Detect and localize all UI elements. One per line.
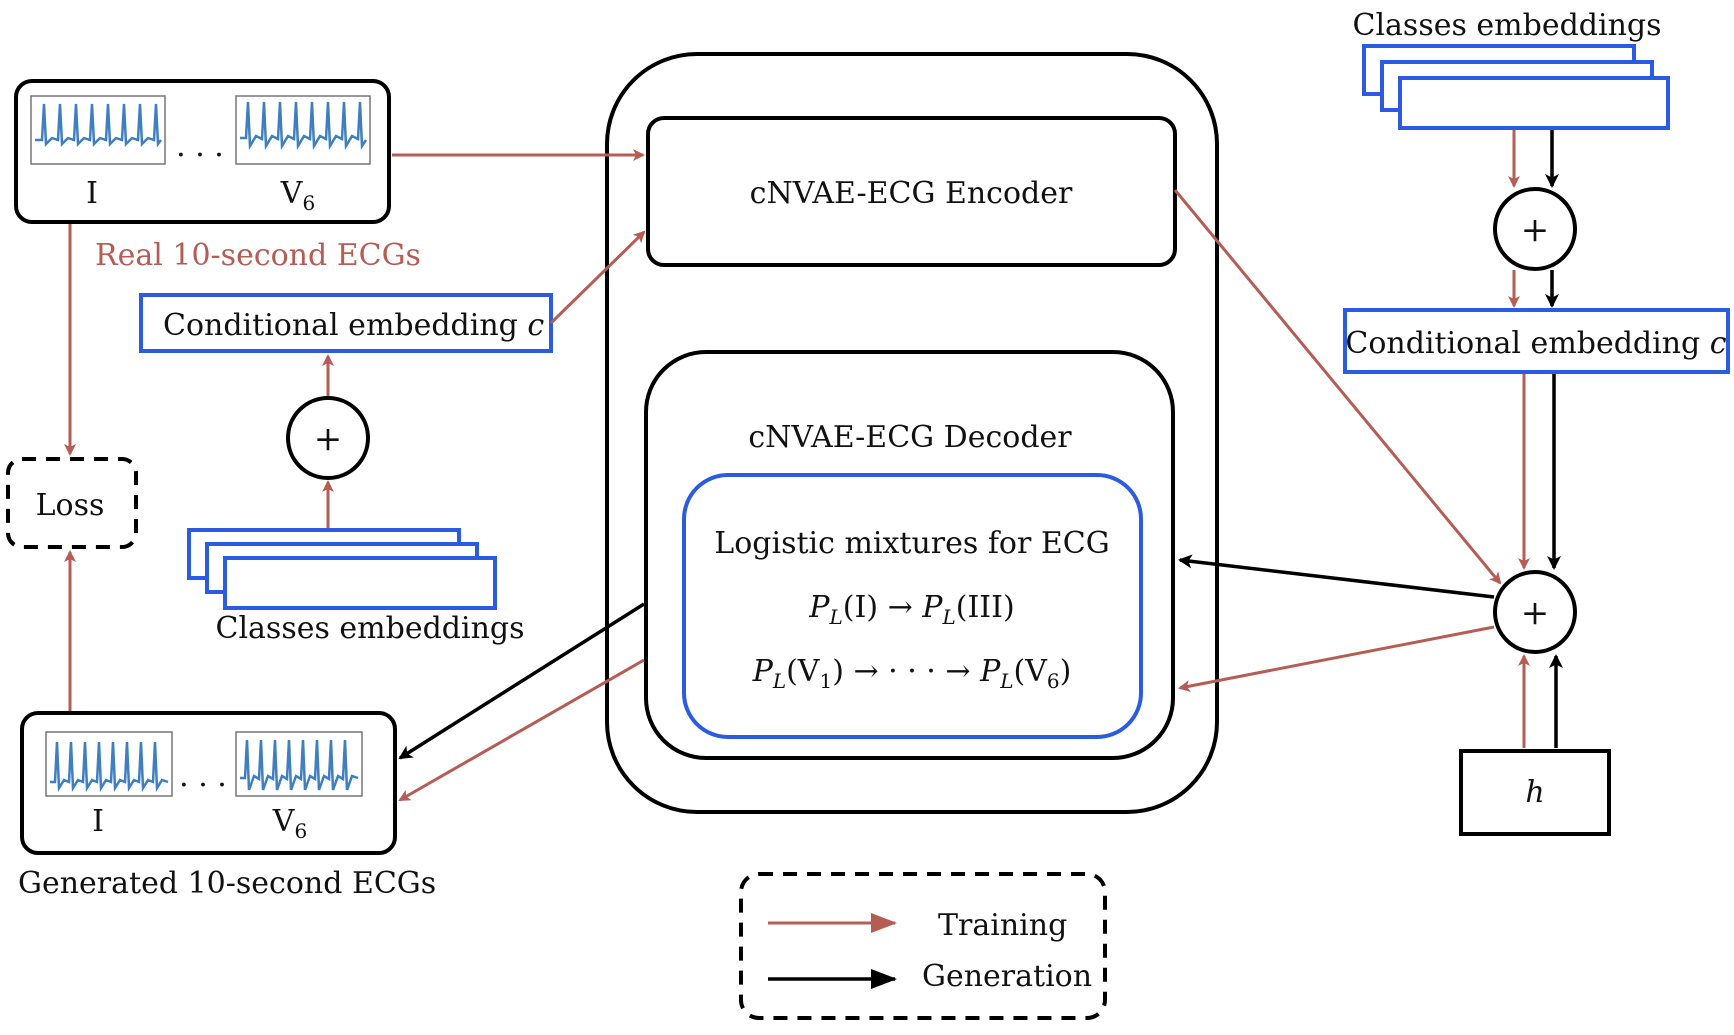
- mixtures-ordering-chest-leads: PL(V1) → · · · → PL(V6): [752, 654, 1072, 693]
- real-ecgs-caption: Real 10-second ECGs: [95, 238, 421, 273]
- logistic-mixtures-title: Logistic mixtures for ECG: [714, 526, 1109, 561]
- svg-text:h: h: [1525, 775, 1544, 810]
- ecg-thumbnail-lead-v6: [235, 95, 371, 165]
- loss-box: Loss: [6, 457, 138, 549]
- arrow-embedding-to-encoder: [549, 230, 646, 325]
- generated-ecgs-lead-first: I: [92, 804, 104, 839]
- mixtures-ordering-limb-leads: PL(I) → PL(III): [808, 590, 1014, 629]
- right-conditional-embedding-box: Conditional embedding c: [1343, 308, 1730, 374]
- left-classes-embeddings-stack: [187, 528, 497, 610]
- decoder-label: cNVAE-ECG Decoder: [748, 420, 1072, 455]
- arrow-decoder-to-generated-generation: [398, 602, 645, 760]
- right-plus-node-bottom: +: [1493, 570, 1577, 654]
- arrow-plus-to-decoder-training: [1178, 625, 1495, 692]
- logistic-mixtures-box: Logistic mixtures for ECG PL(I) → PL(III…: [682, 473, 1143, 739]
- generated-ecg-thumbnail-lead-i: [45, 731, 173, 797]
- legend-training-label: Training: [938, 908, 1067, 943]
- generated-ecgs-caption: Generated 10-second ECGs: [18, 866, 436, 901]
- generated-ecgs-lead-last: V6: [272, 804, 307, 843]
- right-classes-embeddings-label: Classes embeddings: [1353, 8, 1662, 43]
- right-plus-node-top: +: [1493, 187, 1577, 271]
- generated-ecgs-ellipsis: · · ·: [179, 768, 227, 803]
- left-conditional-embedding-box: Conditional embedding c: [139, 293, 553, 353]
- legend: Training Generation: [739, 872, 1107, 1020]
- left-classes-embeddings-label: Classes embeddings: [216, 611, 525, 646]
- arrow-encoder-to-plus-right: [1173, 189, 1502, 585]
- ecg-thumbnail-lead-i: [30, 95, 166, 165]
- left-conditional-embedding-label: Conditional embedding c: [163, 308, 544, 343]
- right-conditional-embedding-label: Conditional embedding c: [1345, 326, 1726, 361]
- training-arrows: [64, 130, 1530, 802]
- svg-text:+: +: [1521, 210, 1550, 250]
- real-ecgs-ellipsis: · · ·: [176, 138, 224, 173]
- left-plus-node: +: [286, 396, 370, 480]
- generated-ecg-thumbnail-lead-v6: [235, 731, 363, 797]
- cnvae-model-container: [605, 52, 1219, 814]
- right-classes-embeddings-stack: [1362, 44, 1670, 130]
- generation-arrows: [398, 130, 1563, 760]
- real-ecgs-box: · · · I V6: [14, 79, 391, 224]
- svg-text:+: +: [314, 419, 343, 459]
- svg-text:+: +: [1521, 593, 1550, 633]
- arrow-plus-to-decoder-generation: [1178, 554, 1495, 599]
- generated-ecgs-box: · · · I V6: [20, 711, 397, 855]
- real-ecgs-lead-last: V6: [280, 176, 315, 215]
- svg-text:Loss: Loss: [36, 488, 105, 523]
- arrow-decoder-to-generated-training: [398, 658, 645, 802]
- latent-h-box: h: [1459, 749, 1611, 836]
- svg-text:cNVAE-ECG Encoder: cNVAE-ECG Encoder: [750, 176, 1073, 211]
- real-ecgs-lead-first: I: [86, 176, 98, 211]
- legend-generation-label: Generation: [922, 959, 1092, 994]
- encoder-box: cNVAE-ECG Encoder: [646, 116, 1177, 267]
